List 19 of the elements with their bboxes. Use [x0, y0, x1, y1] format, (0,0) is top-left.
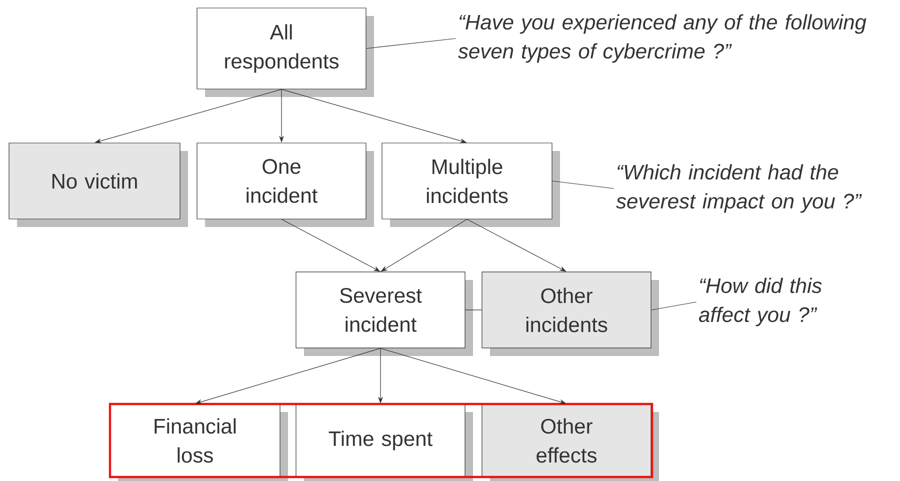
leader-line — [651, 302, 697, 310]
category-box: Other incidents — [482, 272, 659, 356]
group-frame — [108, 402, 654, 478]
category-box: Time spent — [296, 404, 473, 481]
leader-line — [366, 38, 456, 49]
leader-line — [552, 180, 614, 189]
category-box: Severest incident — [296, 272, 473, 356]
arrow — [281, 218, 380, 272]
category-box: Financial loss — [110, 404, 288, 481]
question-text: “Which incident had the severest impact on you ?” — [616, 164, 862, 213]
arrow — [466, 218, 566, 272]
category-box: Multiple incidents — [382, 142, 560, 227]
category-box: No victim — [8, 142, 188, 227]
category-box: All respondents — [196, 8, 374, 97]
question-text: “Have you experienced any of the following seven types of cybercrime ?” — [458, 14, 866, 63]
question-text: “How did this affect you ?” — [698, 278, 822, 326]
arrow — [380, 218, 468, 272]
category-box: One incident — [196, 142, 374, 227]
category-box: Other effects — [482, 404, 659, 481]
